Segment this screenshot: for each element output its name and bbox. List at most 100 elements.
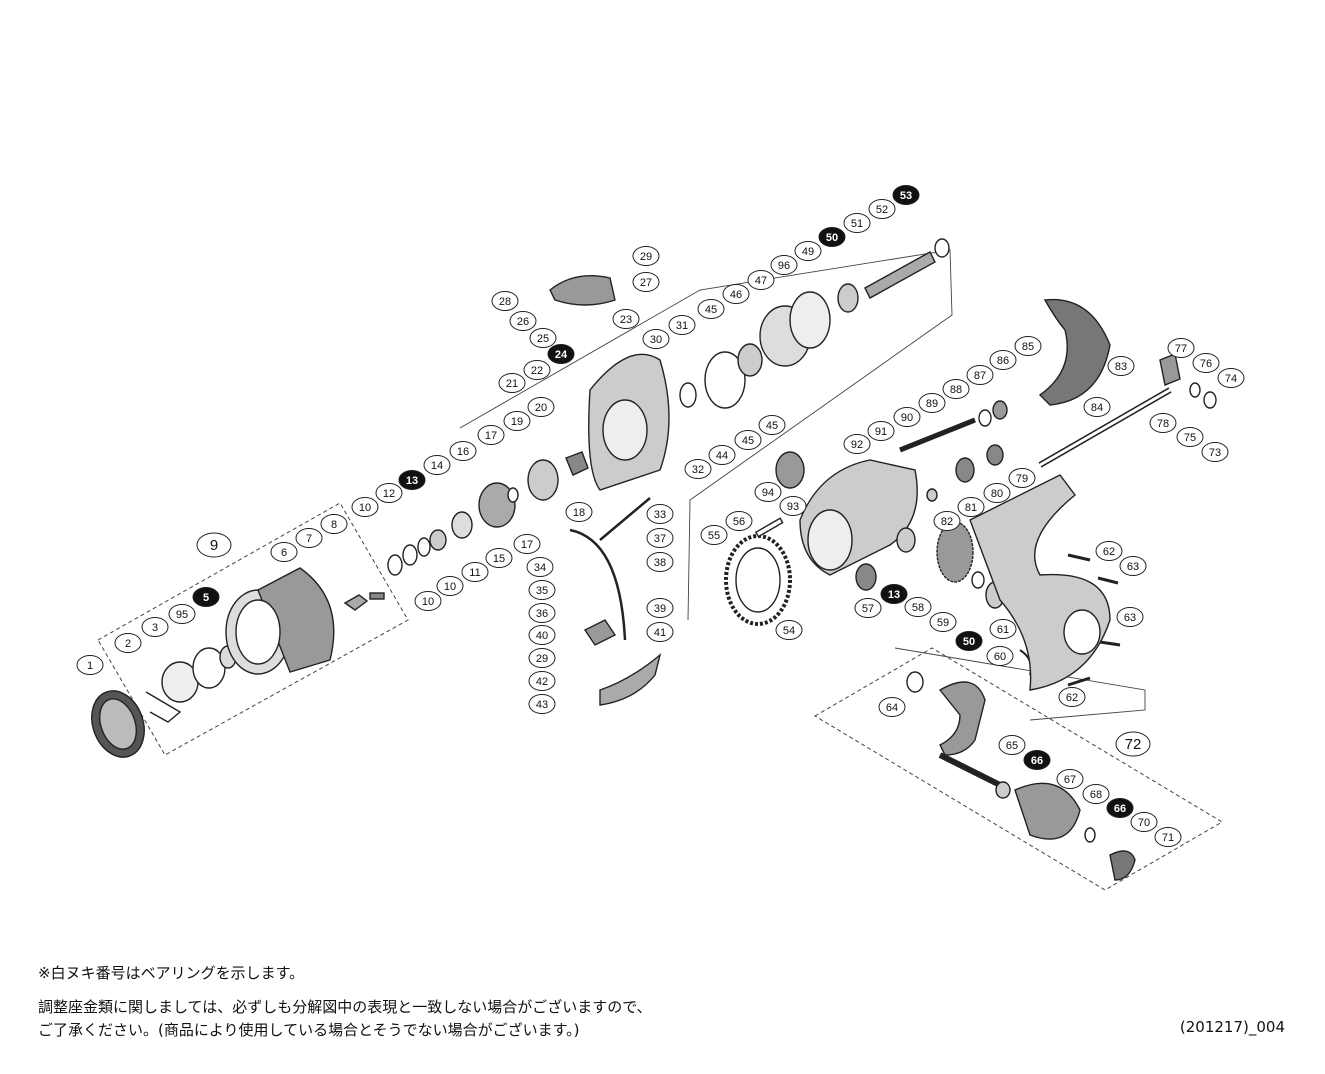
part-label: 90 xyxy=(893,407,921,427)
part-label: 36 xyxy=(528,603,556,623)
part-label: 81 xyxy=(957,497,985,517)
part-label: 76 xyxy=(1192,353,1220,373)
part-number: 16 xyxy=(457,446,469,458)
part-label: 63 xyxy=(1116,607,1144,627)
part-number: 89 xyxy=(926,398,938,410)
main-gear xyxy=(936,521,974,583)
part-label: 19 xyxy=(503,411,531,431)
part-label: 21 xyxy=(498,373,526,393)
part-label: 45 xyxy=(758,415,786,435)
part-number: 10 xyxy=(422,596,434,608)
part-label: 18 xyxy=(565,502,593,522)
part-number: 7 xyxy=(306,533,312,545)
bearing xyxy=(451,511,473,539)
part-number: 37 xyxy=(654,533,666,545)
part-label: 8 xyxy=(320,514,348,534)
part-label: 10 xyxy=(351,497,379,517)
part-label: 50 xyxy=(818,227,846,247)
part-label: 91 xyxy=(867,421,895,441)
part-label: 51 xyxy=(843,213,871,233)
part-label: 10 xyxy=(436,576,464,596)
spool-group-box xyxy=(97,502,409,756)
part-label: 67 xyxy=(1056,769,1084,789)
part-label: 33 xyxy=(646,504,674,524)
part-label: 29 xyxy=(632,246,660,266)
adjustment-note-line-2: ご了承ください。(商品により使用している場合とそうでない場合がございます。) xyxy=(38,1021,580,1039)
part-label: 30 xyxy=(642,329,670,349)
bearing xyxy=(995,781,1011,799)
screw xyxy=(1067,553,1091,562)
part-number: 52 xyxy=(876,204,888,216)
part-label: 62 xyxy=(1095,541,1123,561)
gear xyxy=(855,563,877,591)
part-label: 86 xyxy=(989,350,1017,370)
part-number: 62 xyxy=(1066,692,1078,704)
part-number: 57 xyxy=(862,603,874,615)
part-number: 19 xyxy=(511,416,523,428)
part-label: 84 xyxy=(1083,397,1111,417)
part-label: 53 xyxy=(892,185,920,205)
part-number: 63 xyxy=(1127,561,1139,573)
part-label: 26 xyxy=(509,311,537,331)
part-label: 35 xyxy=(528,580,556,600)
part-label: 12 xyxy=(375,483,403,503)
part-number: 63 xyxy=(1124,612,1136,624)
part-label: 88 xyxy=(942,379,970,399)
part-label: 62 xyxy=(1058,687,1086,707)
part-number: 36 xyxy=(536,608,548,620)
part-number: 84 xyxy=(1091,402,1103,414)
part-label: 5 xyxy=(192,587,220,607)
part-number: 91 xyxy=(875,426,887,438)
part-number: 8 xyxy=(331,519,337,531)
part-label: 50 xyxy=(955,631,983,651)
part-label: 66 xyxy=(1023,750,1051,770)
part-number: 32 xyxy=(692,464,704,476)
part-label: 24 xyxy=(547,344,575,364)
part-number: 77 xyxy=(1175,343,1187,355)
part-label: 82 xyxy=(933,511,961,531)
pinion-gear xyxy=(478,482,516,528)
part-label: 80 xyxy=(983,483,1011,503)
part-number: 62 xyxy=(1103,546,1115,558)
part-number: 66 xyxy=(1114,803,1126,815)
worm-shaft xyxy=(899,417,976,453)
part-label: 7 xyxy=(295,528,323,548)
shaft-holder xyxy=(1159,353,1181,386)
handle-arm xyxy=(938,681,986,756)
part-number: 43 xyxy=(536,699,548,711)
part-label: 20 xyxy=(527,397,555,417)
part-number: 31 xyxy=(676,320,688,332)
bail-arm xyxy=(599,653,662,706)
part-number: 29 xyxy=(536,653,548,665)
part-number: 55 xyxy=(708,530,720,542)
part-number: 17 xyxy=(485,430,497,442)
gear xyxy=(986,444,1004,466)
part-number: 29 xyxy=(640,251,652,263)
part-label: 22 xyxy=(523,360,551,380)
part-number: 18 xyxy=(573,507,585,519)
part-number: 95 xyxy=(176,609,188,621)
part-number: 22 xyxy=(531,365,543,377)
rotor-plate xyxy=(704,351,746,409)
part-label: 44 xyxy=(708,445,736,465)
diagram-code: (201217)_004 xyxy=(1179,1018,1285,1036)
part-label: 14 xyxy=(423,455,451,475)
part-label: 83 xyxy=(1107,356,1135,376)
part-label: 68 xyxy=(1082,784,1110,804)
part-number: 75 xyxy=(1184,432,1196,444)
part-label: 45 xyxy=(734,430,762,450)
part-number: 96 xyxy=(778,260,790,272)
part-number: 61 xyxy=(997,624,1009,636)
part-label: 92 xyxy=(843,434,871,454)
part-label: 56 xyxy=(725,511,753,531)
bearing-note: ※白ヌキ番号はベアリングを示します。 xyxy=(38,964,305,982)
part-label: 72 xyxy=(1115,731,1151,757)
part-label: 87 xyxy=(966,365,994,385)
part-label: 32 xyxy=(684,459,712,479)
part-number: 66 xyxy=(1031,755,1043,767)
part-label: 93 xyxy=(779,496,807,516)
part-number: 88 xyxy=(950,384,962,396)
part-number: 38 xyxy=(654,557,666,569)
part-number: 47 xyxy=(755,275,767,287)
part-number: 10 xyxy=(359,502,371,514)
